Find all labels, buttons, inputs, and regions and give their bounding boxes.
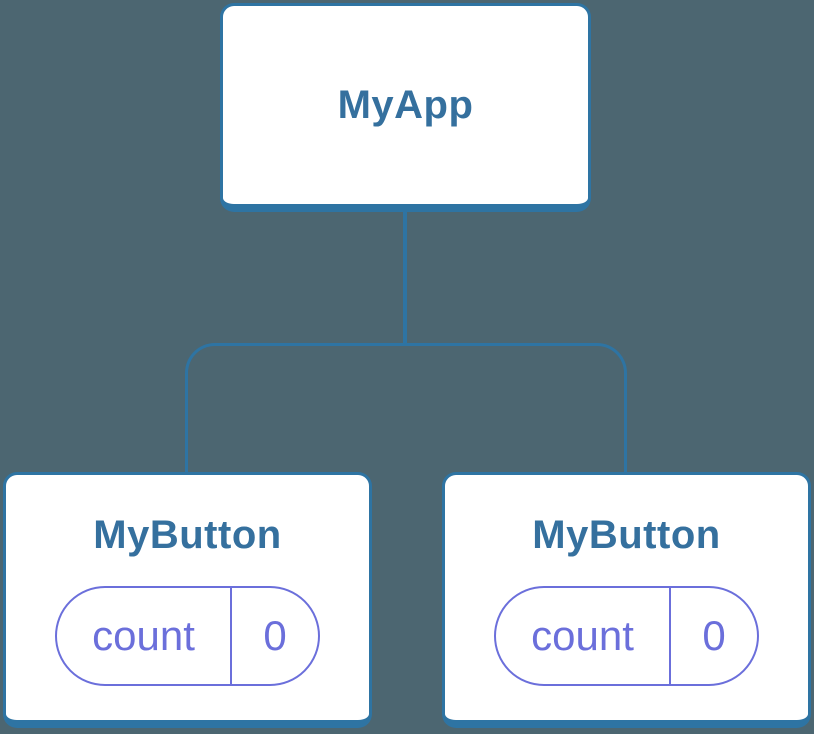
- component-label: MyApp: [337, 82, 474, 127]
- state-value: 0: [263, 612, 287, 659]
- tree-connector-bracket: [185, 343, 627, 472]
- state-key-label: count: [57, 588, 232, 684]
- state-pill: count 0: [494, 586, 759, 686]
- component-node-mybutton-1: MyButton count 0: [3, 472, 372, 728]
- state-value: 0: [702, 612, 726, 659]
- state-key-label: count: [496, 588, 671, 684]
- component-node-myapp: MyApp: [220, 3, 591, 212]
- tree-connector-stem: [403, 212, 407, 346]
- component-node-mybutton-2: MyButton count 0: [442, 472, 811, 728]
- component-label: MyButton: [93, 513, 282, 557]
- state-pill: count 0: [55, 586, 320, 686]
- component-label: MyButton: [532, 513, 721, 557]
